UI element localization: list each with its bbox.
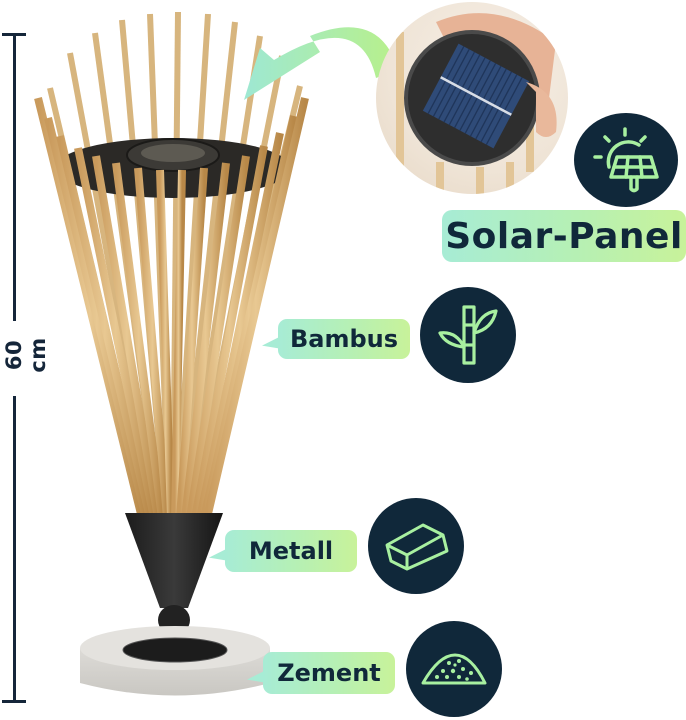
cement-label-tail [247,670,265,683]
metal-icon-badge [368,498,464,594]
dimension-bottom-cap [2,700,26,703]
bamboo-icon-badge [420,287,516,383]
solar-panel-label: Solar-Panel [442,210,686,262]
solar-panel-icon-badge [574,113,678,207]
cement-text: Zement [277,659,381,687]
curved-arrow-icon [244,27,398,100]
solar-panel-text: Solar-Panel [445,215,683,257]
solar-panel-photo [376,2,568,194]
cement-icon-badge [406,621,502,717]
metal-label-tail [209,548,227,561]
bamboo-label: Bambus [262,319,410,359]
bamboo-icon [438,305,498,365]
bamboo-text: Bambus [289,325,399,353]
metal-cone [125,513,223,608]
metal-bar-icon [385,523,449,571]
dimension-line-upper [13,33,16,321]
cement-label: Zement [247,652,395,694]
bamboo-slats-front [34,97,309,519]
solar-panel-icon [593,127,659,193]
dimension-line-lower [13,396,16,701]
lamp-illustration [34,11,309,696]
metal-label: Metall [209,530,357,572]
cement-pile-icon [421,653,487,685]
bamboo-label-tail [262,336,280,349]
dimension-label: 60 cm [2,337,50,373]
metal-text: Metall [248,537,334,565]
